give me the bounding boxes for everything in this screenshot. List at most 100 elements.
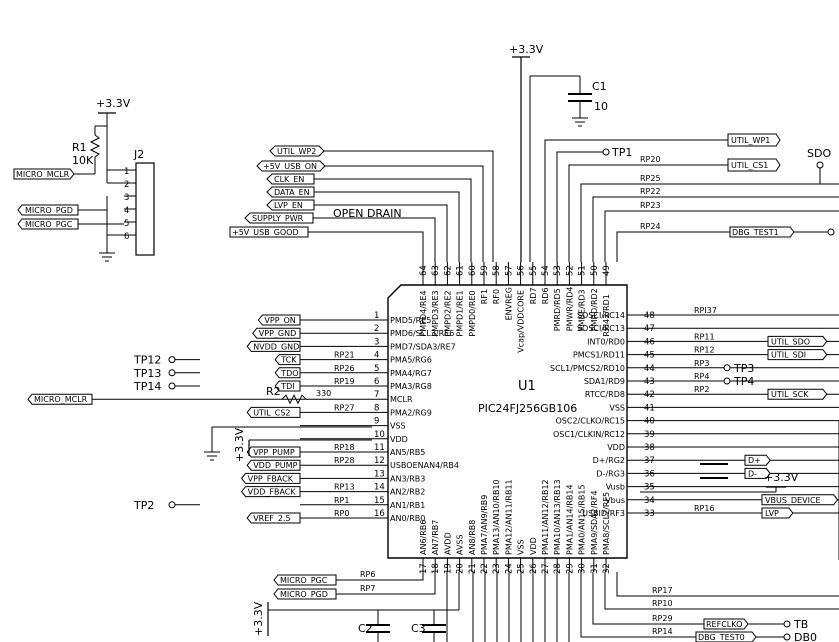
- net-rp7: RP7: [360, 584, 375, 593]
- bottom-pin-number: 27: [541, 563, 551, 574]
- right-pin-name: D-/RG3: [596, 469, 625, 478]
- left-pin-flag-text: VDD_FBACK: [248, 488, 297, 497]
- bottom-left-flags: MICRO_PGC RP6 MICRO_PGD RP7: [273, 570, 436, 600]
- test-point-label: TP14: [133, 380, 161, 393]
- right-pin-net: RP11: [694, 332, 715, 341]
- bottom-pin-name: PMA11/AN12/RB12: [541, 479, 550, 555]
- top-pin-number: 58: [492, 265, 502, 276]
- right-pin-name: SDA1/RD9: [584, 377, 625, 386]
- net-rp20: RP20: [640, 155, 661, 164]
- right-pin-flag-text: D-: [748, 469, 757, 478]
- bottom-pin-number: 23: [492, 563, 502, 574]
- top-pin-number: 60: [468, 265, 478, 276]
- left-pin-flag-box: [246, 512, 301, 524]
- net-rp23: RP23: [640, 201, 661, 210]
- right-pin-name: VSS: [609, 403, 625, 412]
- j2-ref: J2: [133, 148, 144, 161]
- r1-ref: R1: [72, 141, 87, 154]
- right-pin-number: 38: [644, 443, 655, 453]
- sdo-label: SDO: [807, 147, 831, 160]
- right-pin-number: 36: [644, 469, 655, 479]
- j2-pin-3: 3: [124, 193, 129, 203]
- left-pin-net: RP19: [334, 377, 355, 386]
- top-pin-number: 56: [517, 265, 527, 276]
- top-pin-number: 64: [419, 265, 429, 276]
- u1-right-pins: 48SOSCI/RC14RPI3747SOSCI/RC1346INT0/RD0R…: [550, 306, 839, 519]
- right-pin-name: Vbus: [605, 496, 625, 505]
- left-pin-flag-text: VPP_PUMP: [253, 448, 295, 457]
- left-pin-flag-box: [274, 380, 301, 392]
- bottom-pin-name: PMA10/AN13/RB13: [553, 479, 562, 555]
- right-pin-name: Vusb: [606, 483, 625, 492]
- top-pin-name: Vcap/VDDCORE: [517, 290, 526, 353]
- left-pin-name: AN1/RB1: [390, 501, 425, 510]
- r2-value: 330: [316, 389, 331, 398]
- test-point-label: TP12: [133, 354, 161, 367]
- top-pin-number: 55: [529, 265, 539, 276]
- u1-top-pins: 64PMPD4/RE463PMPD3/RE362PMPD2/RE261PMPD1…: [419, 262, 612, 353]
- top-pin-number: 52: [565, 265, 575, 276]
- left-pin-net: RP1: [334, 496, 349, 505]
- top-pin-name: RD6: [541, 287, 550, 304]
- test-point-label: TP13: [133, 367, 161, 380]
- right-pin-number: 35: [644, 483, 655, 493]
- bottom-pin-number: 19: [443, 563, 453, 574]
- bottom-pin-name: AVSS: [456, 534, 465, 555]
- left-pin-flag-text: TDI: [280, 382, 294, 391]
- right-pin-name: INT0/RD0: [587, 337, 625, 346]
- left-pin-number: 1: [374, 311, 379, 321]
- top-pin-name: RF0: [492, 289, 501, 304]
- tb-label: TB: [793, 618, 808, 631]
- left-pin-number: 6: [374, 377, 379, 387]
- bottom-pin-number: 26: [529, 563, 539, 574]
- bottom-pin-name: AN8/RB8: [468, 520, 477, 555]
- left-pin-name: PMA5/RG6: [390, 356, 432, 365]
- right-pin-number: 47: [644, 324, 655, 334]
- left-pin-net: RP28: [334, 456, 355, 465]
- left-pin-number: 3: [374, 337, 379, 347]
- right-pin-name: PMCS1/RD11: [573, 351, 625, 360]
- j2-pin-2: 2: [124, 180, 129, 190]
- right-pin-name: D+/RG2: [593, 456, 625, 465]
- right-usb-section: +3.3V: [640, 420, 839, 560]
- top-pin-number: 61: [456, 265, 466, 276]
- r1-value: 10K: [72, 154, 94, 167]
- right-pin-net: RPI37: [694, 306, 717, 315]
- left-pin-name: PMD7/SDA3/RE7: [390, 342, 456, 351]
- left-pin-flag-text: MICRO_MCLR: [34, 395, 88, 404]
- top-pin-name: PMPD2/RE2: [443, 290, 452, 336]
- flag-util-wp2: UTIL_WP2: [277, 147, 316, 156]
- c3-ref: C3: [411, 622, 426, 635]
- vcc-top-label: +3.3V: [509, 43, 544, 56]
- top-pin-number: 63: [431, 265, 441, 276]
- left-pin-name: AN2/RB2: [390, 488, 425, 497]
- left-pin-net: RP27: [334, 403, 355, 412]
- left-pin-flag-text: VDD_PUMP: [253, 461, 297, 470]
- u1-ref: U1: [518, 379, 536, 394]
- test-point: [723, 377, 731, 385]
- net-rp29: RP29: [652, 614, 673, 623]
- r2-ref: R2: [266, 385, 281, 398]
- right-pin-number: 34: [644, 496, 655, 506]
- j2-flag-mclr: MICRO_MCLR: [16, 170, 70, 179]
- flag-5v-usb-on: +5V_USB_ON: [263, 162, 317, 171]
- top-pin-number: 50: [590, 265, 600, 276]
- left-pin-flag-box: [246, 340, 301, 352]
- bottom-pin-number: 24: [504, 563, 514, 574]
- left-pin-net: RP13: [334, 483, 355, 492]
- left-pin-number: 7: [374, 390, 379, 400]
- db0-label: DB0: [794, 631, 817, 642]
- flag-clk-en: CLK_EN: [274, 175, 304, 184]
- left-pin-net: RP26: [334, 364, 355, 373]
- right-pin-number: 39: [644, 430, 655, 440]
- test-point: [168, 382, 176, 390]
- right-pin-number: 48: [644, 311, 655, 321]
- left-pin-number: 15: [374, 496, 385, 506]
- top-pin-name: RD7: [529, 287, 538, 304]
- right-pin-flag-text: UTIL_SDO: [771, 337, 810, 346]
- right-pin-net: RP12: [694, 346, 715, 355]
- top-pin-number: 57: [504, 265, 514, 276]
- flag-micro-pgc-bottom: MICRO_PGC: [280, 576, 328, 585]
- u1-bottom-pins: 17AN6/RB618AN7/RB719AVDD20AVSS21AN8/RB82…: [419, 479, 612, 574]
